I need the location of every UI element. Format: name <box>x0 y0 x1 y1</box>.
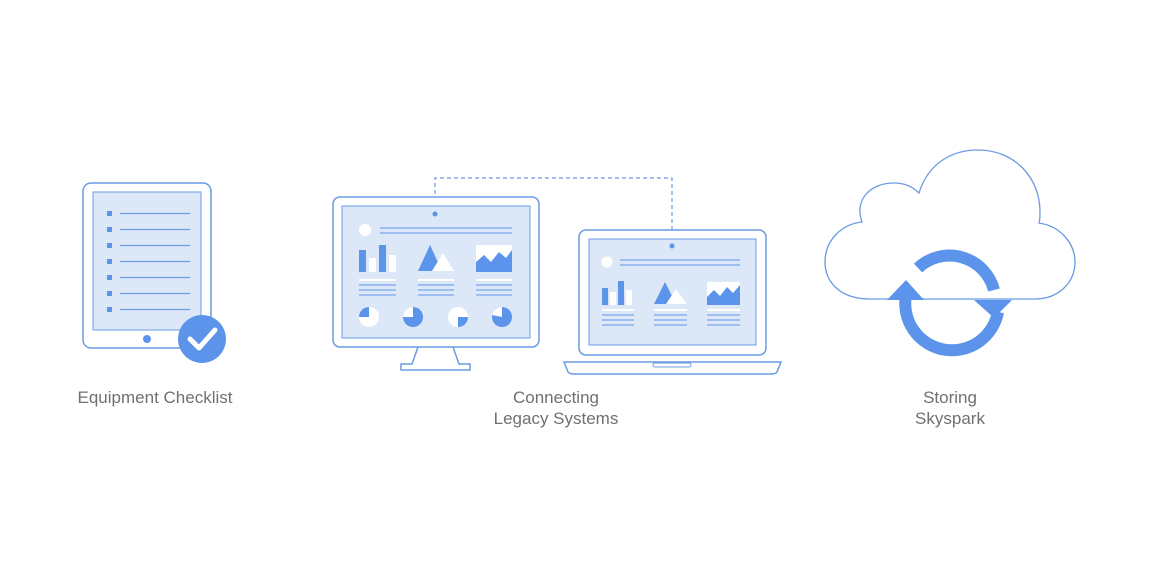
sync-arrows-icon <box>899 249 1004 357</box>
laptop-area-chart-icon <box>707 282 740 305</box>
label-connecting-legacy-systems: Connecting Legacy Systems <box>436 387 676 429</box>
label-line: Legacy Systems <box>493 409 619 428</box>
cloud-sync-icon <box>824 149 1076 357</box>
label-line: Equipment Checklist <box>77 388 233 407</box>
label-line: Storing <box>923 388 977 407</box>
checklist-lines <box>107 211 190 312</box>
checkmark-badge-icon <box>178 315 226 363</box>
mountain-chart-icon <box>418 245 454 271</box>
label-line: Connecting <box>512 388 599 407</box>
desktop-monitor-icon <box>332 196 540 371</box>
label-storing-skyspark: Storing Skyspark <box>830 387 1070 429</box>
label-equipment-checklist: Equipment Checklist <box>35 387 275 408</box>
area-chart-icon <box>476 245 512 272</box>
laptop-bar-chart-icon <box>602 281 632 305</box>
laptop-mountain-chart-icon <box>654 282 687 304</box>
laptop-icon <box>562 229 783 375</box>
label-line: Skyspark <box>915 409 985 428</box>
bar-chart-icon <box>359 245 396 272</box>
pie-chart-icons <box>359 306 512 327</box>
tablet-checklist-icon <box>82 182 212 349</box>
